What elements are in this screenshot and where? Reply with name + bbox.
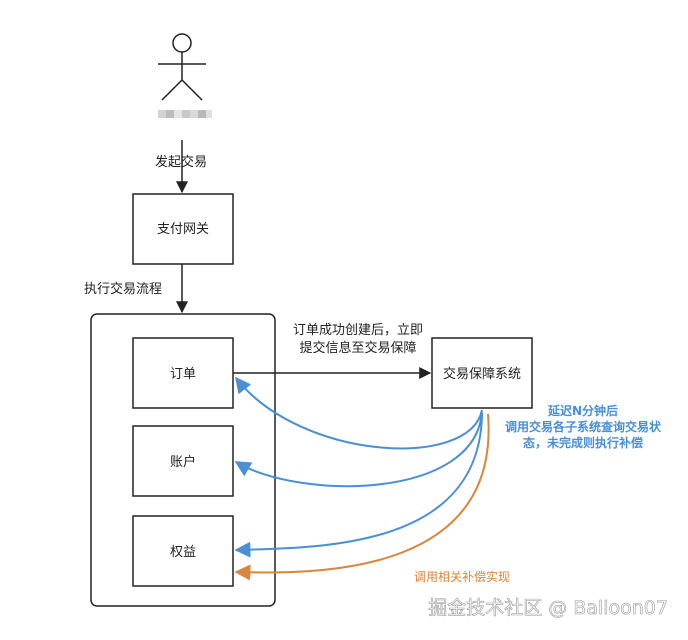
arrow-compensate-account [234, 411, 483, 488]
label-submit-line2: 提交信息至交易保障 [299, 340, 416, 356]
label-initiate: 发起交易 [155, 154, 207, 170]
label-compensate-line1: 延迟N分钟后 [547, 403, 618, 418]
transaction-group [90, 313, 276, 607]
node-gateway [132, 193, 234, 265]
arrow-compensate-rights [234, 413, 483, 558]
label-compensate-line2: 调用交易各子系统查询交易状 [505, 419, 662, 434]
node-guarantee [431, 337, 533, 409]
node-guarantee-label: 交易保障系统 [443, 366, 521, 382]
arrow-invoke [234, 413, 490, 581]
actor-figure [158, 33, 206, 101]
label-process: 执行交易流程 [84, 281, 162, 297]
node-account [132, 425, 234, 497]
node-account-label: 账户 [170, 454, 196, 470]
node-rights [132, 515, 234, 587]
node-order-label: 订单 [170, 367, 196, 382]
label-compensate-line3: 态，未完成则执行补偿 [523, 435, 643, 450]
actor-name-blurred [158, 110, 212, 118]
node-order [132, 337, 234, 409]
label-invoke: 调用相关补偿实现 [414, 569, 510, 584]
node-gateway-label: 支付网关 [157, 222, 209, 237]
node-rights-label: 权益 [170, 544, 196, 560]
watermark: 掘金技术社区 @ Balloon07 [428, 597, 668, 619]
arrow-compensate-order [235, 376, 483, 450]
label-submit-line1: 订单成功创建后，立即 [293, 323, 423, 338]
